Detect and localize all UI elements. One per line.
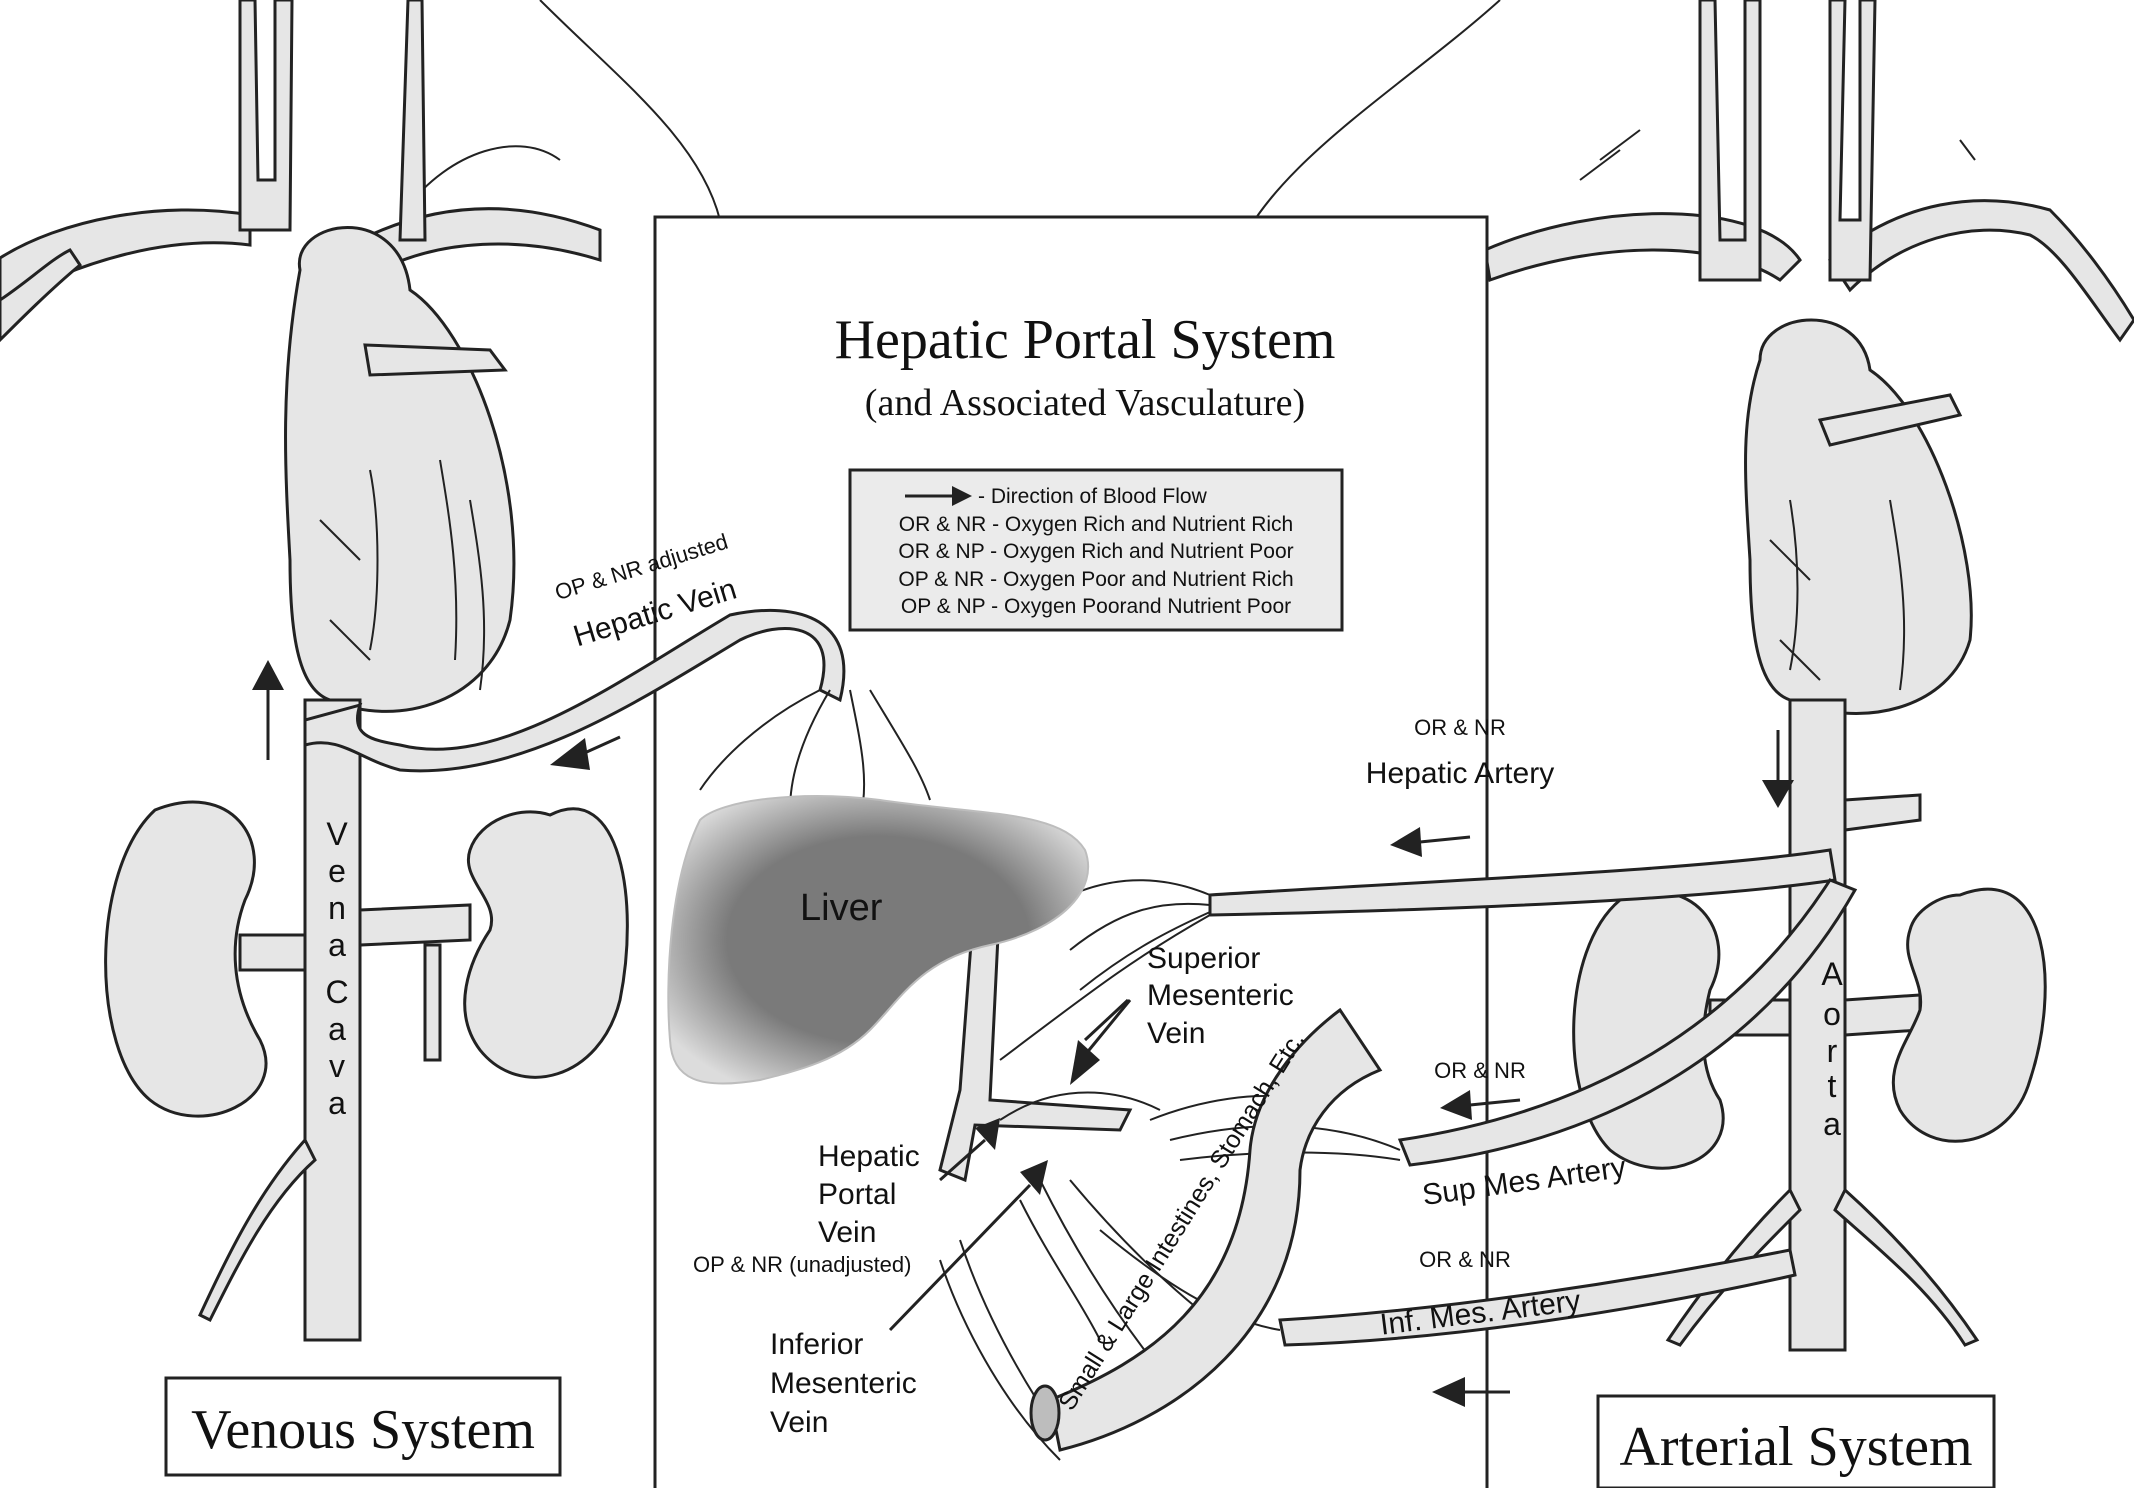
arterial-system-label: Arterial System [1619, 1416, 1972, 1478]
svg-text:A: A [1821, 956, 1843, 992]
legend-or-np: OR & NP - Oxygen Rich and Nutrient Poor [898, 540, 1293, 563]
venous-system-figure [0, 0, 720, 1340]
hepatic-artery-tag: OR & NR [1414, 715, 1506, 740]
superior-mesenteric-vein-label-1: Superior [1147, 942, 1260, 975]
svg-text:a: a [328, 1085, 346, 1121]
inferior-mesenteric-vein-label-2: Mesenteric [770, 1367, 917, 1400]
inferior-mesenteric-vein-label-1: Inferior [770, 1328, 863, 1361]
subtitle: (and Associated Vasculature) [865, 382, 1305, 424]
legend-flow: - Direction of Blood Flow [978, 485, 1208, 508]
hepatic-artery-label: Hepatic Artery [1366, 757, 1554, 790]
legend-op-nr: OP & NR - Oxygen Poor and Nutrient Rich [898, 568, 1293, 591]
svg-text:n: n [328, 890, 346, 926]
svg-text:e: e [328, 853, 346, 889]
hepatic-portal-vein-label-3: Vein [818, 1216, 876, 1249]
venous-system-label: Venous System [191, 1399, 535, 1461]
svg-text:v: v [329, 1048, 345, 1084]
legend-op-np: OP & NP - Oxygen Poorand Nutrient Poor [901, 595, 1291, 618]
svg-text:V: V [326, 816, 348, 852]
hepatic-portal-vein-tag: OP & NR (unadjusted) [693, 1252, 911, 1277]
superior-mesenteric-vein-label-3: Vein [1147, 1017, 1205, 1050]
title: Hepatic Portal System [835, 309, 1336, 371]
svg-text:t: t [1828, 1068, 1837, 1104]
svg-text:o: o [1823, 996, 1841, 1032]
inf-mes-tag: OR & NR [1419, 1247, 1511, 1272]
legend-or-nr: OR & NR - Oxygen Rich and Nutrient Rich [899, 513, 1293, 536]
sup-mes-tag: OR & NR [1434, 1058, 1526, 1083]
inferior-mesenteric-vein-label-3: Vein [770, 1406, 828, 1439]
svg-text:r: r [1827, 1033, 1838, 1069]
hepatic-portal-vein-label-2: Portal [818, 1178, 896, 1211]
hepatic-portal-vein-label-1: Hepatic [818, 1140, 920, 1173]
svg-text:a: a [328, 1011, 346, 1047]
superior-mesenteric-vein-label-2: Mesenteric [1147, 979, 1294, 1012]
svg-text:C: C [325, 974, 348, 1010]
liver-label: Liver [800, 887, 883, 929]
svg-text:a: a [328, 927, 346, 963]
intestine-opening [1031, 1386, 1059, 1440]
svg-text:a: a [1823, 1106, 1841, 1142]
